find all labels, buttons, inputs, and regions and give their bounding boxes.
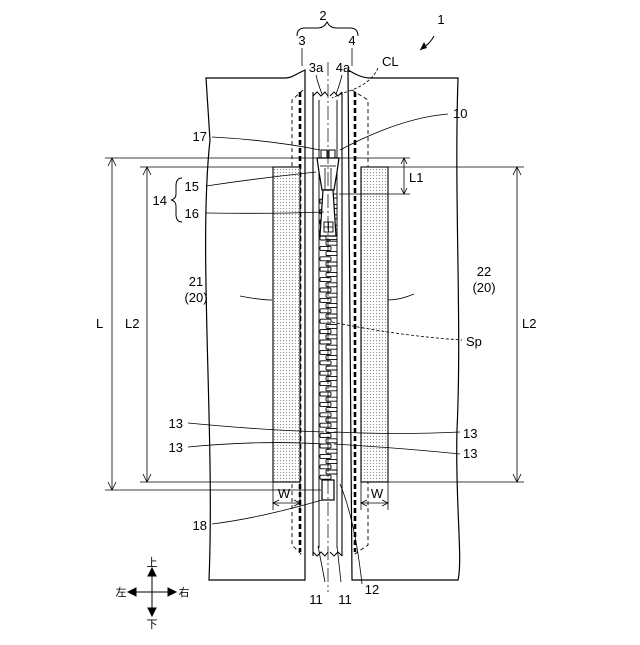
label-21: 21 — [189, 274, 203, 289]
zipper-element — [320, 454, 331, 458]
label-sp: Sp — [466, 334, 482, 349]
zipper-element — [320, 413, 331, 417]
leader-11-right — [337, 546, 341, 582]
zipper-element — [320, 319, 331, 323]
zipper-element — [320, 330, 331, 334]
leader-lines — [188, 48, 462, 584]
label-w-right: W — [371, 486, 384, 501]
zipper-element — [320, 246, 331, 250]
label-22-group: (20) — [472, 280, 495, 295]
zipper-element — [320, 382, 331, 386]
label-22: 22 — [477, 264, 491, 279]
leader-13-l2 — [188, 443, 324, 447]
zipper-element — [320, 267, 331, 271]
member-left-21 — [273, 167, 300, 482]
label-11-right: 11 — [338, 592, 352, 607]
zipper-element — [320, 475, 331, 479]
zipper-element — [320, 298, 331, 302]
zipper-element — [320, 465, 331, 469]
zipper-element — [320, 340, 331, 344]
label-l: L — [96, 316, 103, 331]
zipper-elements — [320, 194, 337, 479]
leader-4a — [336, 75, 342, 94]
label-12: 12 — [365, 582, 379, 597]
leader-sp — [332, 322, 462, 340]
leader-16 — [206, 212, 324, 213]
label-1: 1 — [437, 12, 444, 27]
direction-up: 上 — [147, 556, 158, 569]
leader-13-r1 — [334, 432, 460, 434]
top-stop-left — [321, 150, 327, 158]
label-3: 3 — [298, 33, 305, 48]
zipper-element — [320, 288, 331, 292]
member-right-22 — [361, 167, 388, 482]
label-14: 14 — [153, 193, 167, 208]
zipper-element — [320, 361, 331, 365]
zipper-element — [320, 371, 331, 375]
brace-14 — [171, 178, 182, 222]
label-10: 10 — [453, 106, 467, 121]
top-stop-right — [329, 150, 335, 158]
label-2: 2 — [319, 8, 326, 23]
label-18: 18 — [193, 518, 207, 533]
leader-21 — [240, 296, 272, 300]
label-4: 4 — [348, 33, 355, 48]
label-3a: 3a — [309, 60, 324, 75]
label-13-left-1: 13 — [169, 416, 183, 431]
label-17: 17 — [193, 129, 207, 144]
zipper-element — [320, 350, 331, 354]
zipper-element — [320, 423, 331, 427]
label-13-left-2: 13 — [169, 440, 183, 455]
zipper-element — [320, 434, 331, 438]
zipper-element — [320, 257, 331, 261]
label-l2-right: L2 — [522, 316, 536, 331]
zipper-element — [320, 392, 331, 396]
zipper-element — [320, 309, 331, 313]
direction-left: 左 — [116, 586, 127, 599]
zipper-element — [320, 444, 331, 448]
tape-top-left — [313, 92, 328, 96]
leader-13-l1 — [188, 423, 324, 432]
tape-bottom-left — [313, 552, 328, 556]
label-15: 15 — [185, 179, 199, 194]
leader-3a — [316, 75, 322, 94]
label-4a: 4a — [336, 60, 351, 75]
zipper-element — [320, 402, 331, 406]
label-w-left: W — [278, 486, 291, 501]
tape-bottom-right — [330, 552, 342, 556]
label-l2-left: L2 — [125, 316, 139, 331]
label-21-group: (20) — [184, 290, 207, 305]
label-l1: L1 — [409, 170, 423, 185]
zipper-element — [320, 278, 331, 282]
direction-down: 下 — [147, 618, 158, 631]
label-11-left: 11 — [309, 592, 323, 607]
leader-22 — [388, 294, 414, 300]
label-16: 16 — [185, 206, 199, 221]
direction-right: 右 — [179, 585, 190, 599]
leader-11-left — [318, 546, 325, 582]
label-13-right-1: 13 — [463, 426, 477, 441]
dim-l2-right — [388, 167, 524, 482]
label-cl: CL — [382, 54, 399, 69]
leader-17 — [212, 137, 320, 150]
leader-13-r2 — [334, 444, 460, 454]
label-13-right-2: 13 — [463, 446, 477, 461]
direction-compass — [128, 568, 176, 616]
pointer-1-arrow — [420, 36, 434, 50]
